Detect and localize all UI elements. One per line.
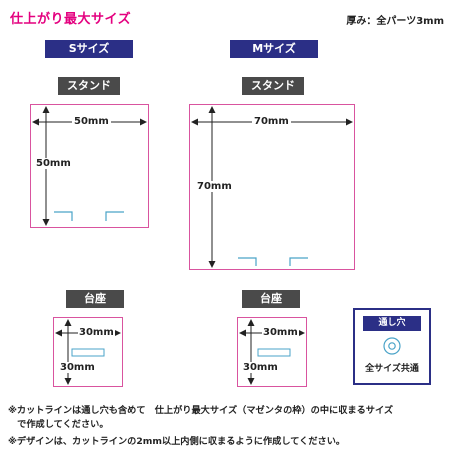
note-line-3: ※デザインは、カットラインの2mm以上内側に収まるように作成してください。	[8, 436, 346, 447]
s-stand-height-label: 50mm	[36, 158, 71, 169]
m-base-height-label: 30mm	[243, 362, 278, 373]
note-line-2: で作成してください。	[8, 419, 109, 430]
m-base-frame	[237, 317, 307, 387]
s-stand-width-label: 50mm	[72, 116, 111, 127]
m-size-header: Mサイズ	[230, 40, 318, 58]
through-hole-legend: 通し穴 全サイズ共通	[353, 308, 431, 385]
through-hole-icon	[383, 337, 401, 355]
s-stand-label: スタンド	[58, 77, 120, 95]
s-stand-frame	[30, 104, 149, 228]
note-line-1: ※カットラインは通し穴も含めて 仕上がり最大サイズ（マゼンタの枠）の中に収まるサ…	[8, 405, 394, 416]
page-title: 仕上がり最大サイズ	[10, 12, 132, 27]
s-base-frame	[53, 317, 123, 387]
m-base-label: 台座	[242, 290, 300, 308]
thickness-note: 厚み：全パーツ3mm	[346, 16, 444, 27]
s-base-width-label: 30mm	[78, 327, 115, 338]
m-base-width-label: 30mm	[262, 327, 299, 338]
through-hole-label: 通し穴	[363, 316, 421, 331]
s-base-label: 台座	[66, 290, 124, 308]
m-stand-frame	[189, 104, 355, 270]
s-size-header: Sサイズ	[45, 40, 133, 58]
through-hole-caption: 全サイズ共通	[365, 364, 419, 374]
m-stand-height-label: 70mm	[197, 181, 232, 192]
m-stand-width-label: 70mm	[252, 116, 291, 127]
s-base-height-label: 30mm	[60, 362, 95, 373]
m-stand-label: スタンド	[242, 77, 304, 95]
